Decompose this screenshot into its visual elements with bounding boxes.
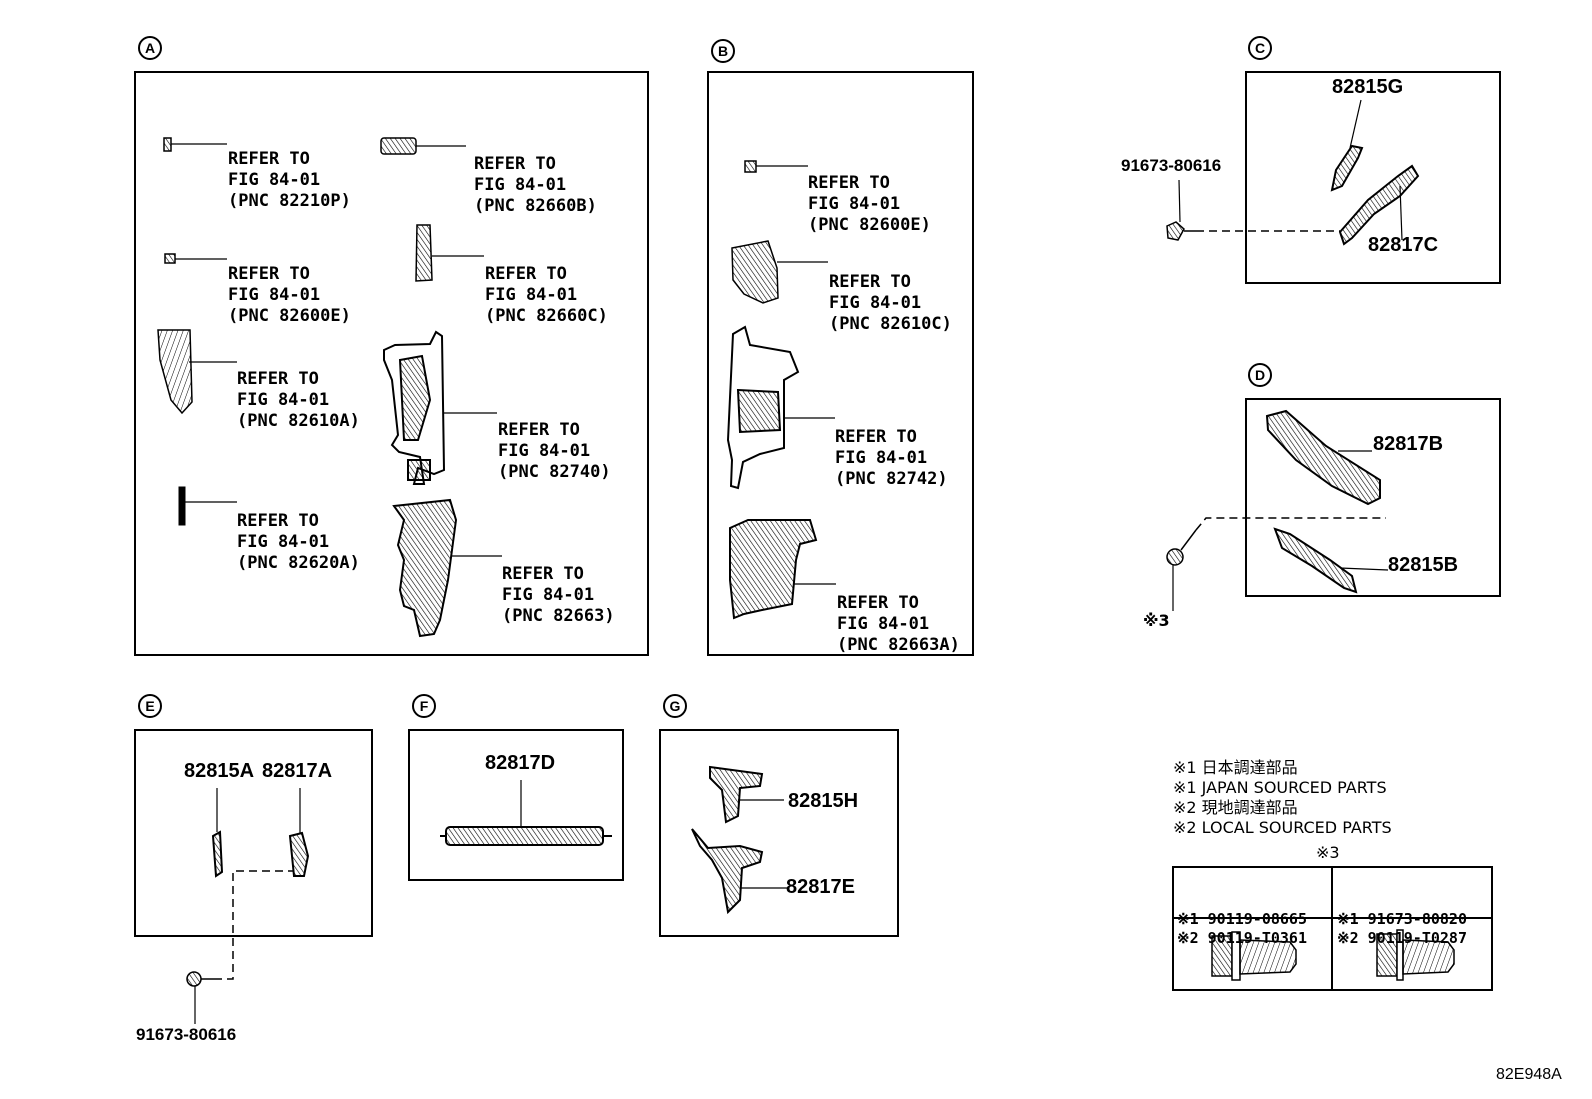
bolt-d	[1166, 517, 1386, 611]
bolt-c	[1166, 179, 1340, 241]
part-number-82815a: 82815A	[184, 760, 255, 782]
section-marker-e: E	[138, 694, 162, 718]
section-marker-b: B	[711, 39, 735, 63]
part-number-82817d: 82817D	[485, 752, 556, 774]
reference-code: 82E948A	[1496, 1066, 1562, 1083]
part-number-82815h: 82815H	[788, 790, 859, 812]
part-a-82663	[392, 498, 502, 638]
part-b-82610c	[731, 240, 828, 304]
frame-b	[707, 71, 974, 656]
part-a-82600e	[164, 253, 227, 264]
frame-g	[659, 729, 899, 937]
legend-table-title: ※3	[1316, 843, 1340, 862]
section-marker-a: A	[138, 36, 162, 60]
part-number-82817e: 82817E	[786, 876, 855, 898]
legend-cell-1: ※1 90119-08665※2 90119-T0361	[1177, 910, 1307, 947]
section-marker-c: C	[1248, 36, 1272, 60]
part-c-82815g	[1330, 99, 1364, 192]
frame-e	[134, 729, 373, 937]
part-c-82817c	[1338, 164, 1420, 246]
part-a-82660c	[415, 224, 484, 282]
frame-f	[408, 729, 624, 881]
part-number-82817c: 82817C	[1368, 234, 1439, 256]
section-marker-d: D	[1248, 363, 1272, 387]
part-d-82817b	[1265, 409, 1381, 506]
part-a-82660b	[380, 137, 466, 155]
part-a-82610a	[157, 329, 237, 415]
part-number-82815g: 82815G	[1332, 76, 1404, 98]
legend-line-1: ※1 日本調達部品	[1173, 758, 1298, 777]
part-g-82815h	[709, 765, 784, 824]
bolt-number-e: 91673-80616	[136, 1025, 237, 1044]
part-d-82815b	[1273, 527, 1389, 594]
part-number-82817b: 82817B	[1373, 433, 1444, 455]
part-b-82742	[726, 325, 835, 490]
bolt-note-d: ※3	[1143, 611, 1170, 630]
legend-line-4: ※2 LOCAL SOURCED PARTS	[1173, 818, 1392, 837]
frame-a	[134, 71, 649, 656]
legend-table	[1172, 866, 1493, 991]
legend-cell-2: ※1 91673-80820※2 90119-T0287	[1337, 910, 1467, 947]
legend-line-3: ※2 現地調達部品	[1173, 798, 1298, 817]
legend-bolt-1	[1211, 931, 1297, 981]
frame-c	[1245, 71, 1501, 284]
part-number-82817a: 82817A	[262, 760, 333, 782]
legend-bolt-2	[1376, 929, 1455, 981]
section-marker-f: F	[412, 694, 436, 718]
part-f-82817d	[440, 780, 612, 846]
part-b-82600e	[744, 160, 808, 173]
bolt-e	[186, 870, 294, 1024]
part-e-82817a	[288, 788, 310, 877]
part-g-82817e	[691, 828, 788, 915]
part-a-82620a	[178, 486, 237, 526]
part-number-82815b: 82815B	[1388, 554, 1459, 576]
legend-line-2: ※1 JAPAN SOURCED PARTS	[1173, 778, 1387, 797]
part-a-82210p	[163, 137, 227, 152]
frame-d	[1245, 398, 1501, 597]
part-a-82740	[383, 330, 497, 485]
bolt-number-c: 91673-80616	[1121, 156, 1222, 175]
part-b-82663a	[729, 519, 836, 620]
part-e-82815a	[211, 788, 224, 878]
section-marker-g: G	[663, 694, 687, 718]
